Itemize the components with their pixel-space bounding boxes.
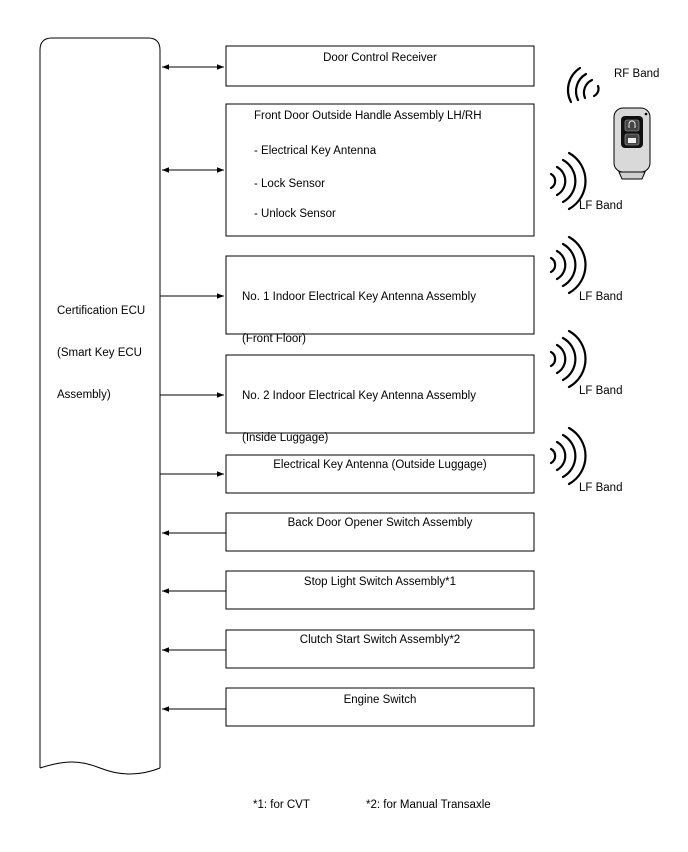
box-outside-luggage-antenna (225, 454, 535, 494)
rf-band-label: RF Band (614, 68, 660, 80)
ecu-label-line: Assembly) (57, 389, 111, 401)
label-clutch-start-switch: Clutch Start Switch Assembly*2 (299, 634, 461, 646)
box-door-control-receiver (225, 45, 535, 87)
rf-wave-icon (566, 66, 600, 104)
sub-item-electrical-key-antenna: - Electrical Key Antenna (254, 145, 377, 157)
lf-band-label-3: LF Band (579, 385, 623, 397)
ecu-break-line (39, 761, 161, 775)
lf-band-label-2: LF Band (579, 291, 623, 303)
label-door-control-receiver: Door Control Receiver (323, 52, 437, 64)
smart-key-icon (613, 107, 651, 180)
label-stop-light-switch: Stop Light Switch Assembly*1 (303, 576, 457, 588)
ecu-label-line: Certification ECU (57, 305, 146, 317)
lf-wave-icon-1 (549, 151, 587, 211)
sub-item-unlock-sensor: - Unlock Sensor (254, 208, 336, 220)
lf-band-label-4: LF Band (579, 482, 623, 494)
label-engine-switch: Engine Switch (343, 694, 417, 706)
label-line: (Inside Luggage) (242, 432, 329, 444)
label-indoor-antenna-2: No. 2 Indoor Electrical Key Antenna Asse… (242, 361, 476, 459)
lf-wave-icon-3 (549, 329, 587, 389)
lf-wave-icon-2 (549, 235, 587, 295)
lf-wave-icon-4 (549, 426, 587, 486)
box-engine-switch (225, 687, 535, 727)
sub-item-lock-sensor: - Lock Sensor (254, 178, 325, 190)
label-line: No. 1 Indoor Electrical Key Antenna Asse… (242, 291, 476, 303)
box-indoor-antenna-2 (225, 354, 535, 434)
ecu-outline (39, 37, 161, 768)
lf-band-label-1: LF Band (579, 200, 623, 212)
label-indoor-antenna-1: No. 1 Indoor Electrical Key Antenna Asse… (242, 262, 476, 360)
box-indoor-antenna-1 (225, 255, 535, 335)
label-outside-luggage-antenna: Electrical Key Antenna (Outside Luggage) (273, 459, 487, 471)
box-clutch-start-switch (225, 629, 535, 669)
label-front-door-handle: Front Door Outside Handle Assembly LH/RH (254, 110, 482, 122)
box-back-door-opener (225, 512, 535, 552)
label-line: (Front Floor) (242, 333, 306, 345)
label-back-door-opener: Back Door Opener Switch Assembly (287, 517, 473, 529)
label-line: No. 2 Indoor Electrical Key Antenna Asse… (242, 390, 476, 402)
box-stop-light-switch (225, 570, 535, 610)
ecu-label-line: (Smart Key ECU (57, 347, 142, 359)
footnote-manual-transaxle: *2: for Manual Transaxle (366, 799, 491, 811)
ecu-label: Certification ECU (Smart Key ECU Assembl… (57, 276, 145, 416)
box-front-door-handle (225, 103, 535, 237)
footnote-cvt: *1: for CVT (253, 799, 310, 811)
